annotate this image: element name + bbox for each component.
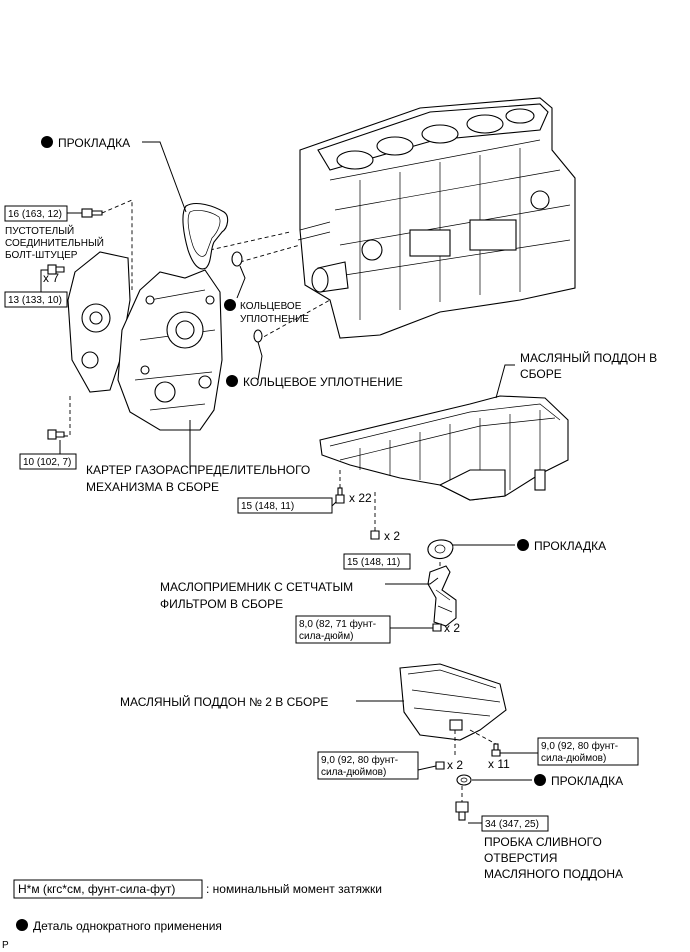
torque-box bbox=[295, 615, 391, 644]
pan2-nuts-torque: сила-дюймов) bbox=[321, 767, 386, 778]
drain-gasket bbox=[456, 774, 472, 786]
legend-torque-box bbox=[13, 879, 203, 899]
torque-box bbox=[19, 453, 77, 470]
oring-lower bbox=[253, 329, 263, 343]
legend-torque-unit: Н*м (кгс*см, фунт-сила-фут) bbox=[18, 882, 175, 896]
pan-bolts-torque: 15 (148, 11) bbox=[241, 501, 294, 512]
union-bolt-label: СОЕДИНИТЕЛЬНЫЙ bbox=[5, 236, 104, 249]
pan2-nut bbox=[435, 761, 445, 770]
pan2-bolts-torque: сила-дюймов) bbox=[541, 753, 606, 764]
strainer-label: ФИЛЬТРОМ В СБОРЕ bbox=[160, 597, 283, 611]
pan2-bolts-torque: 9,0 (92, 80 фунт- bbox=[541, 740, 618, 752]
oring-upper-label: КОЛЬЦЕВОЕ bbox=[240, 301, 302, 312]
union-bolt bbox=[81, 208, 103, 218]
oring-upper-label: УПЛОТНЕНИЕ bbox=[240, 314, 309, 325]
single-use-mark bbox=[224, 299, 236, 311]
engine-block bbox=[297, 97, 576, 339]
case-bolts-torque: 13 (133, 10) bbox=[8, 295, 62, 306]
gasket-bottom-label: ПРОКЛАДКА bbox=[551, 774, 623, 788]
union-bolt-label: ПУСТОТЕЛЫЙ bbox=[5, 224, 74, 237]
strainer-gasket bbox=[427, 539, 454, 560]
strainer-bolt bbox=[432, 623, 442, 632]
gasket-connector bbox=[209, 231, 291, 251]
pan2-nuts-torque: 9,0 (92, 80 фунт- bbox=[321, 754, 398, 766]
torque-box bbox=[317, 751, 419, 780]
union-bolt-torque: 16 (163, 12) bbox=[8, 209, 62, 220]
torque-box bbox=[343, 553, 411, 570]
strainer-bolts-count: x 2 bbox=[444, 621, 460, 635]
single-use-mark bbox=[41, 136, 53, 148]
pan2-nuts-count: x 2 bbox=[447, 758, 463, 772]
torque-box bbox=[4, 205, 68, 222]
single-use-mark bbox=[534, 774, 546, 786]
oring-upper bbox=[231, 251, 243, 267]
drain-plug bbox=[455, 801, 469, 821]
pan-bolts-count: x 22 bbox=[349, 491, 372, 505]
single-use-mark bbox=[517, 539, 529, 551]
oil-pan-label: СБОРЕ bbox=[520, 367, 562, 381]
torque-box bbox=[237, 497, 333, 514]
timing-case-gasket bbox=[182, 203, 229, 270]
strainer-torque: 8,0 (82, 71 фунт- bbox=[299, 618, 376, 630]
torque-box bbox=[481, 815, 549, 832]
gasket-top-label: ПРОКЛАДКА bbox=[58, 136, 130, 150]
pan-nuts-count: x 2 bbox=[384, 529, 400, 543]
drain-plug-label: ПРОБКА СЛИВНОГО bbox=[484, 835, 602, 849]
pan-bolt bbox=[335, 487, 345, 504]
oring-lower-label: КОЛЬЦЕВОЕ УПЛОТНЕНИЕ bbox=[243, 375, 403, 389]
legend-torque-desc: : номинальный момент затяжки bbox=[206, 882, 382, 896]
pan2-bolt bbox=[491, 743, 501, 757]
single-use-mark bbox=[226, 375, 238, 387]
oil-pan-2 bbox=[399, 663, 507, 741]
drain-plug-label: ОТВЕРСТИЯ bbox=[484, 851, 557, 865]
oil-pan-label: МАСЛЯНЫЙ ПОДДОН В bbox=[520, 350, 657, 365]
pan-nuts-torque: 15 (148, 11) bbox=[347, 557, 400, 568]
case-bolts-count: x 7 bbox=[43, 271, 59, 285]
case-lower-bolt bbox=[47, 429, 65, 440]
union-bolt-label: БОЛТ-ШТУЦЕР bbox=[5, 250, 78, 261]
case-lower-torque: 10 (102, 7) bbox=[23, 457, 71, 468]
drain-plug-label: МАСЛЯНОГО ПОДДОНА bbox=[484, 867, 623, 881]
pan2-bolts-count: x 11 bbox=[488, 757, 510, 771]
legend-single-use: Деталь однократного применения bbox=[33, 919, 222, 933]
strainer-torque: сила-дюйм) bbox=[299, 631, 353, 642]
strainer-label: МАСЛОПРИЕМНИК С СЕТЧАТЫМ bbox=[160, 580, 353, 594]
pan-nut bbox=[370, 530, 380, 540]
drain-plug-torque: 34 (347, 25) bbox=[485, 819, 539, 830]
single-use-mark bbox=[16, 919, 28, 931]
corner-mark: P bbox=[2, 940, 9, 951]
oil-pan-2-label: МАСЛЯНЫЙ ПОДДОН № 2 В СБОРЕ bbox=[120, 694, 328, 709]
gasket-mid-label: ПРОКЛАДКА bbox=[534, 539, 606, 553]
torque-box bbox=[4, 291, 68, 308]
oil-strainer bbox=[427, 565, 457, 627]
timing-case-label: МЕХАНИЗМА В СБОРЕ bbox=[86, 480, 219, 494]
torque-box bbox=[537, 737, 639, 766]
oring1-connector bbox=[239, 244, 301, 263]
timing-case-label: КАРТЕР ГАЗОРАСПРЕДЕЛИТЕЛЬНОГО bbox=[86, 463, 310, 477]
timing-case bbox=[67, 251, 223, 431]
oil-pan bbox=[319, 395, 569, 501]
